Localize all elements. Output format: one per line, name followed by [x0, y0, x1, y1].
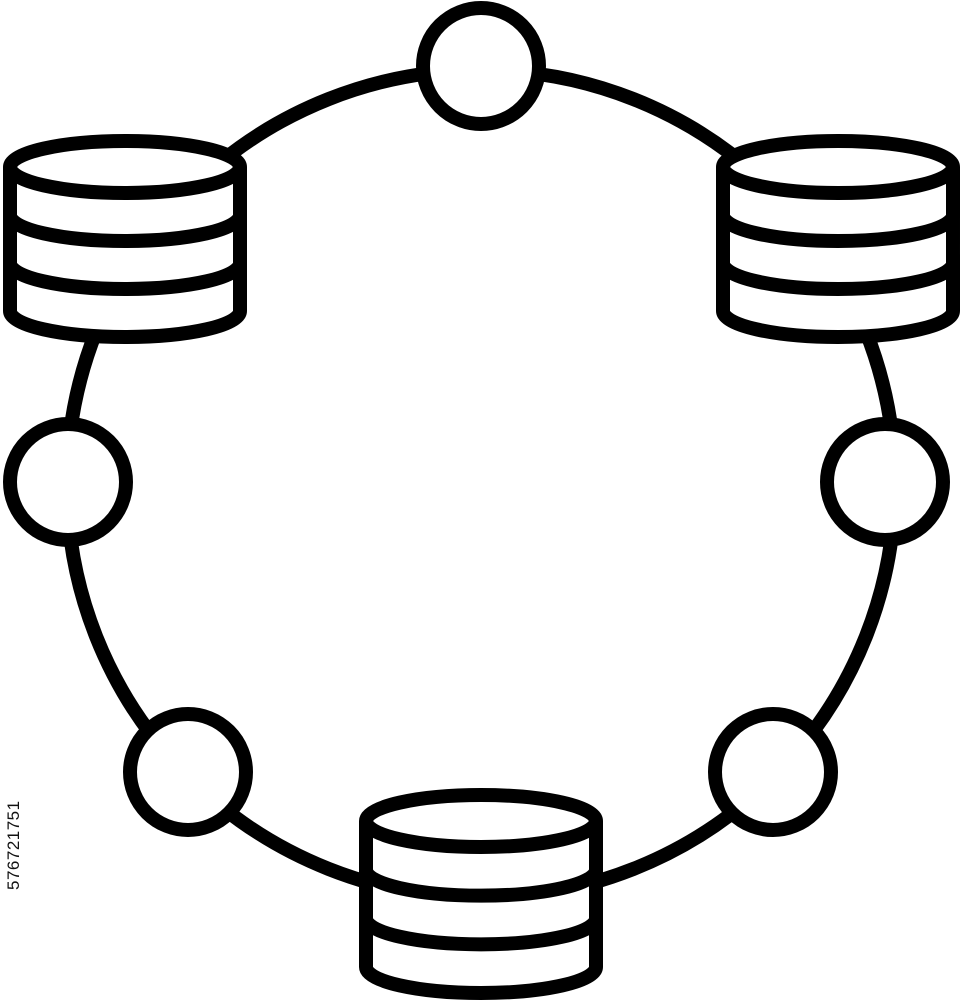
- circle-node-icon: [708, 707, 838, 837]
- circle-node-icon: [123, 707, 253, 837]
- network-nodes-layer: [3, 1, 960, 1000]
- database-icon: [3, 134, 247, 344]
- database-icon: [359, 788, 603, 1000]
- circle-node-icon: [3, 417, 133, 547]
- circle-node-icon: [416, 1, 546, 131]
- circle-node-icon: [820, 417, 950, 547]
- database-icon: [716, 134, 960, 344]
- watermark-stock-id: 576721751: [4, 800, 23, 890]
